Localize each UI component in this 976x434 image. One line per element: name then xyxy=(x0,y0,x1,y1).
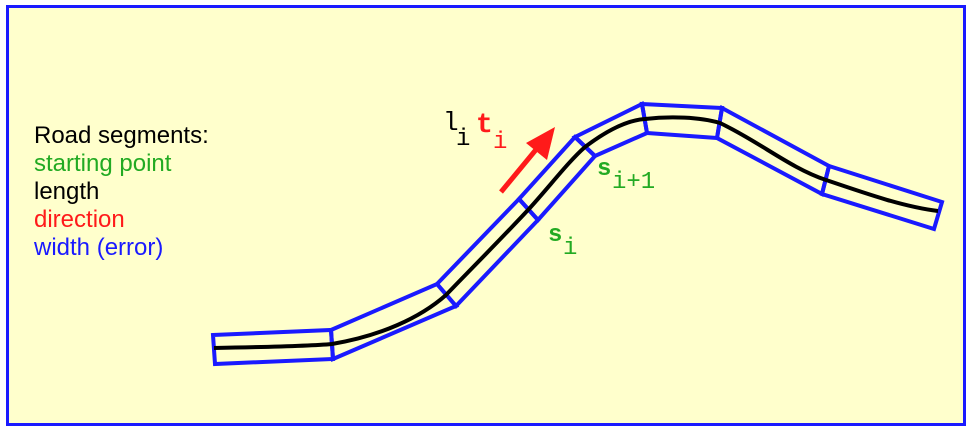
length-label: l xyxy=(443,108,459,138)
diagram-panel xyxy=(6,5,966,426)
legend-width: width (error) xyxy=(34,234,164,261)
road-segment-box xyxy=(328,281,460,362)
road-segment-box xyxy=(819,163,945,232)
direction-arrow xyxy=(499,127,555,194)
direction-label-subscript: i xyxy=(493,129,507,156)
direction-label: t xyxy=(476,110,493,141)
start-label: s xyxy=(548,222,562,249)
legend-starting-point: starting point xyxy=(34,150,172,177)
next-start-label-subscript: i+1 xyxy=(612,169,655,196)
next-start-label: s xyxy=(597,156,611,183)
road-centerline xyxy=(213,115,939,350)
legend-length: length xyxy=(34,178,100,205)
start-label-subscript: i xyxy=(563,235,577,262)
length-label-subscript: i xyxy=(456,126,470,153)
legend-direction: direction xyxy=(34,206,125,233)
legend-title: Road segments: xyxy=(34,122,209,149)
legend: Road segments: starting point length dir… xyxy=(34,122,209,262)
